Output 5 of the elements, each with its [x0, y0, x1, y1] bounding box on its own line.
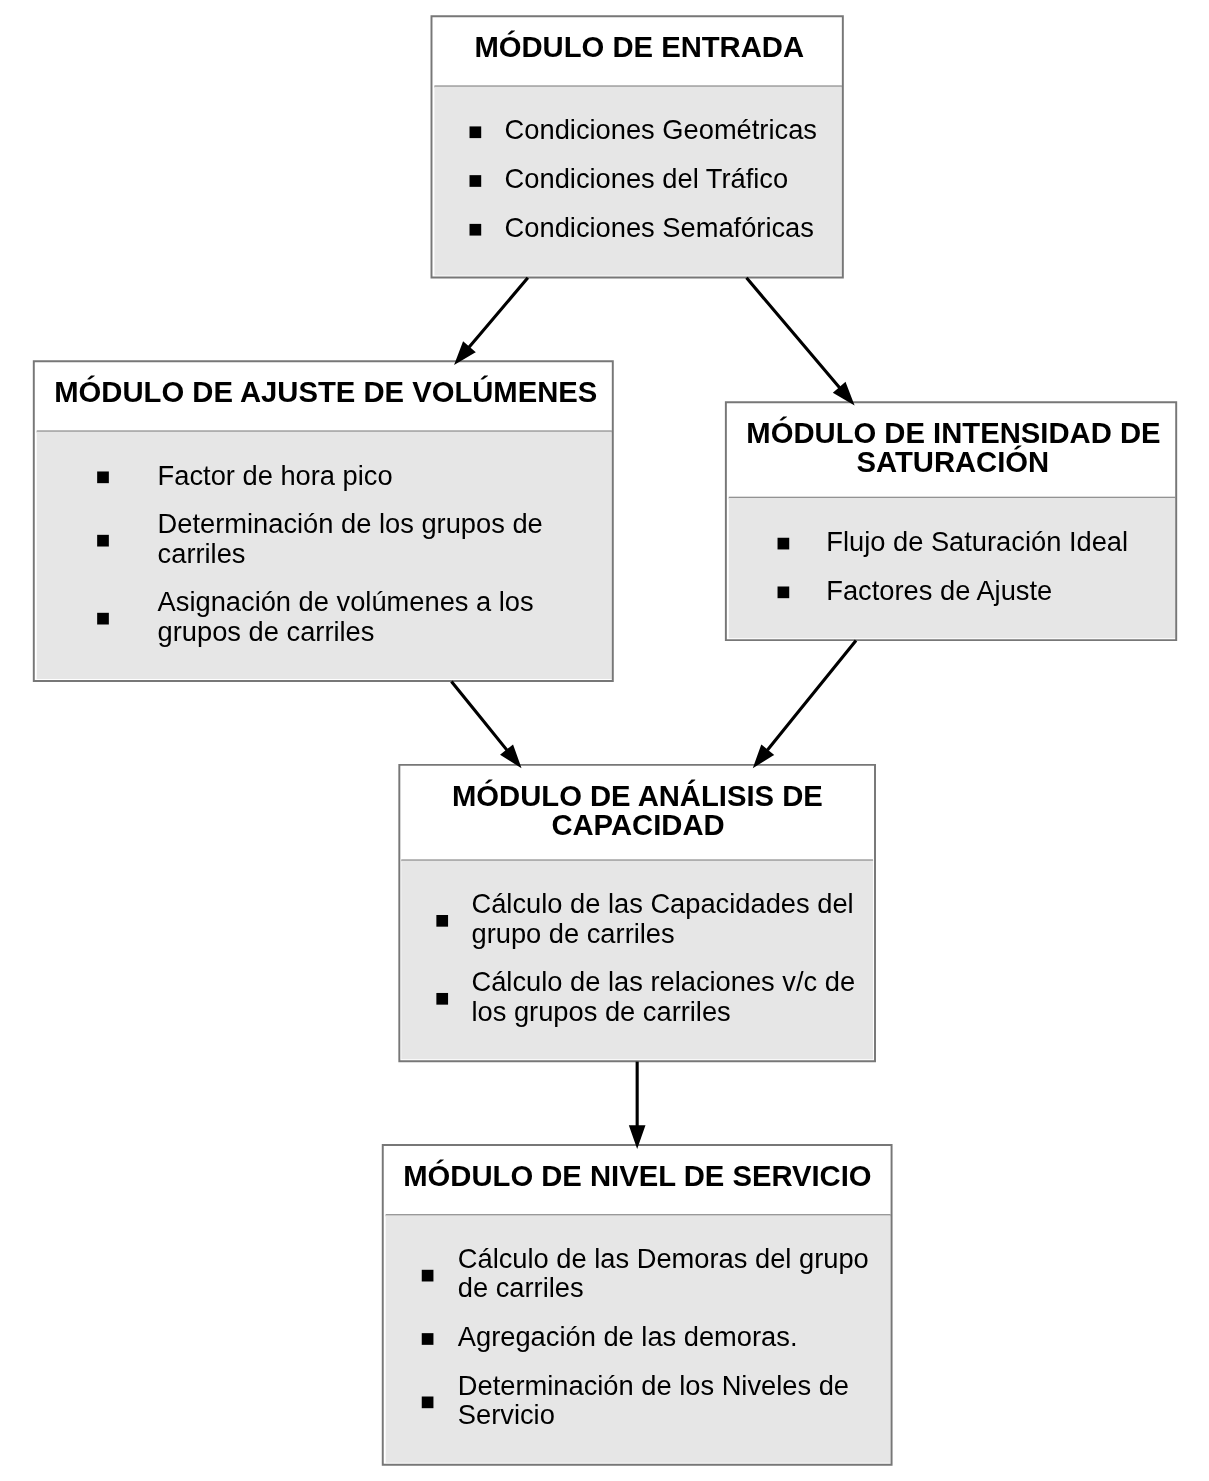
arrow	[752, 639, 857, 769]
arrow	[744, 276, 855, 406]
arrow	[628, 1061, 645, 1150]
arrow	[449, 680, 522, 769]
arrow	[453, 276, 529, 365]
